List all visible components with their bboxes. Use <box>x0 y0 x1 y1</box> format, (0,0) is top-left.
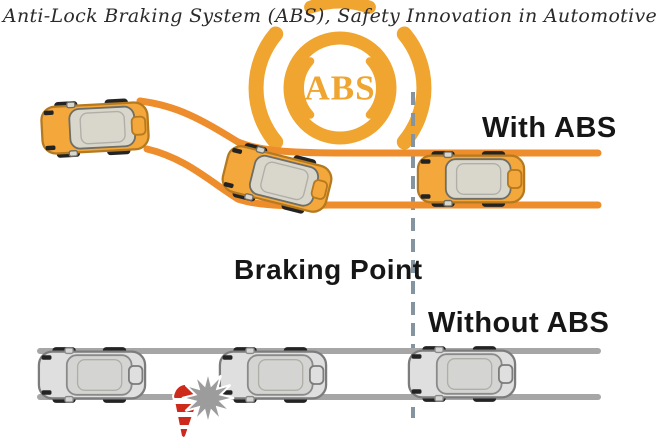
car-without-abs-2 <box>218 346 328 404</box>
abs-warning-icon: ABS <box>248 0 432 150</box>
abs-logo-text: ABS <box>304 69 375 108</box>
without-abs-label: Without ABS <box>428 307 610 339</box>
crash-starburst-icon <box>181 371 235 425</box>
car-with-abs-3 <box>416 150 525 208</box>
car-with-abs-1 <box>39 96 151 160</box>
car-without-abs-1 <box>37 346 147 404</box>
page-title: Anti-Lock Braking System (ABS), Safety I… <box>2 5 658 27</box>
car-without-abs-3 <box>407 345 516 403</box>
with-abs-label: With ABS <box>482 112 617 144</box>
braking-point-label: Braking Point <box>234 254 423 285</box>
